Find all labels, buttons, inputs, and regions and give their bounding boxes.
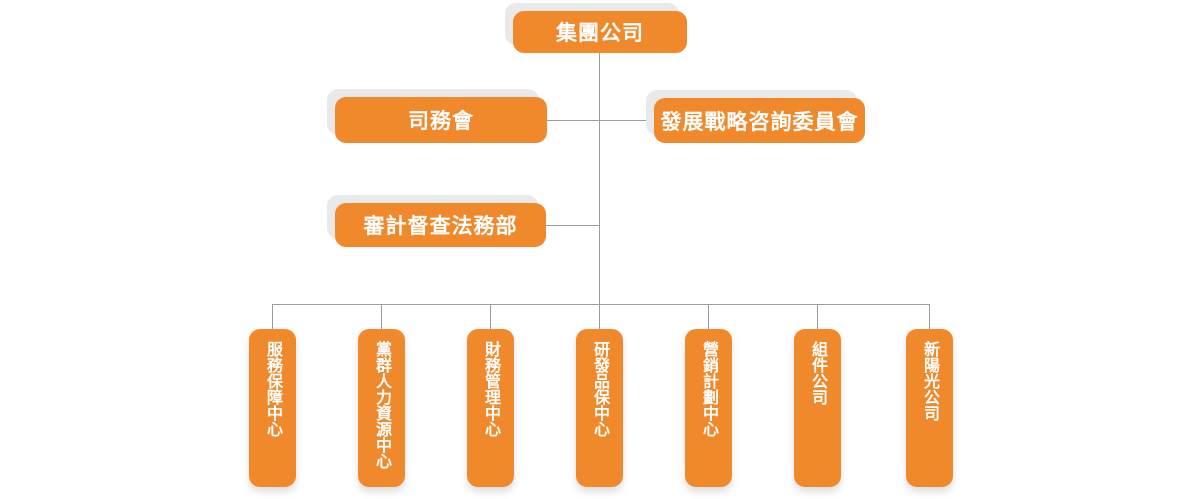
connector-drop-6 bbox=[817, 304, 818, 329]
node-service-support-center: 服務保障中心 bbox=[249, 329, 296, 487]
node-marketing-plan-center: 營銷計劃中心 bbox=[685, 329, 732, 487]
node-group-company-label: 集團公司 bbox=[556, 21, 644, 45]
connector-level2 bbox=[547, 120, 654, 121]
node-executive-council: 司務會 bbox=[335, 97, 547, 143]
node-executive-council-label: 司務會 bbox=[408, 109, 474, 133]
connector-drop-2 bbox=[381, 304, 382, 329]
connector-bus bbox=[272, 304, 930, 305]
node-strategy-committee: 發展戰略咨詢委員會 bbox=[654, 98, 865, 143]
connector-drop-7 bbox=[929, 304, 930, 329]
node-audit-legal-dept: 審計督查法務部 bbox=[335, 203, 546, 247]
node-strategy-committee-label: 發展戰略咨詢委員會 bbox=[660, 109, 859, 134]
node-finance-center: 財務管理中心 bbox=[467, 329, 514, 487]
node-service-support-center-label: 服務保障中心 bbox=[264, 341, 281, 437]
connector-level3 bbox=[546, 225, 599, 226]
node-audit-legal-dept-label: 審計督查法務部 bbox=[363, 214, 518, 238]
connector-drop-3 bbox=[490, 304, 491, 329]
connector-drop-5 bbox=[708, 304, 709, 329]
connector-drop-4 bbox=[599, 304, 600, 329]
node-group-company: 集團公司 bbox=[513, 11, 687, 53]
node-components-company: 組件公司 bbox=[794, 329, 841, 487]
node-rd-qa-center-label: 研發品保中心 bbox=[591, 341, 608, 437]
node-marketing-plan-center-label: 營銷計劃中心 bbox=[700, 341, 717, 437]
node-party-hr-center: 黨群人力資源中心 bbox=[358, 329, 405, 487]
node-new-sunshine-company: 新陽光公司 bbox=[906, 329, 953, 487]
node-new-sunshine-company-label: 新陽光公司 bbox=[921, 341, 938, 421]
node-rd-qa-center: 研發品保中心 bbox=[576, 329, 623, 487]
node-party-hr-center-label: 黨群人力資源中心 bbox=[373, 341, 390, 469]
connector-drop-1 bbox=[272, 304, 273, 329]
connector-trunk bbox=[599, 52, 600, 304]
node-components-company-label: 組件公司 bbox=[809, 341, 826, 405]
node-finance-center-label: 財務管理中心 bbox=[482, 341, 499, 437]
